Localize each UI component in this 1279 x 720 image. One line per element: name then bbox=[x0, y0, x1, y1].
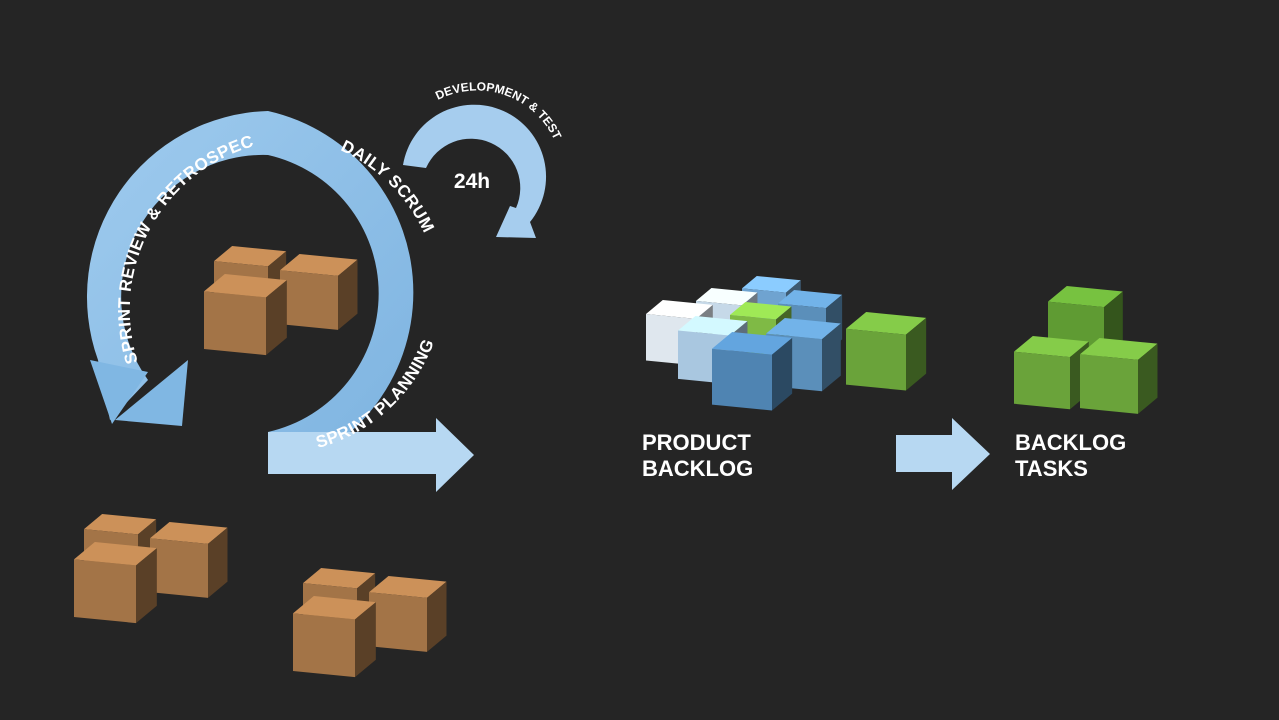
task-cube bbox=[1080, 338, 1158, 414]
backlog-cube bbox=[846, 312, 927, 391]
sprint-planning-arrow bbox=[268, 418, 474, 492]
sprint-cube bbox=[280, 254, 358, 330]
backlog-arrow bbox=[896, 418, 990, 490]
sprint-cube bbox=[204, 274, 287, 356]
done-cube bbox=[369, 576, 447, 652]
cube-groups bbox=[74, 246, 1158, 678]
done-cube bbox=[150, 522, 228, 598]
sprint-cycle-arrow bbox=[86, 111, 414, 474]
product-backlog-title: PRODUCT BACKLOG bbox=[642, 430, 754, 481]
done-cube bbox=[74, 542, 157, 624]
done-cube bbox=[293, 596, 376, 678]
daily-cycle-arrow bbox=[403, 104, 547, 238]
backlog-cube bbox=[712, 332, 793, 411]
task-cube bbox=[1014, 336, 1089, 410]
cycle-time-label: 24h bbox=[454, 170, 490, 193]
backlog-tasks-title: BACKLOG TASKS bbox=[1015, 430, 1127, 481]
